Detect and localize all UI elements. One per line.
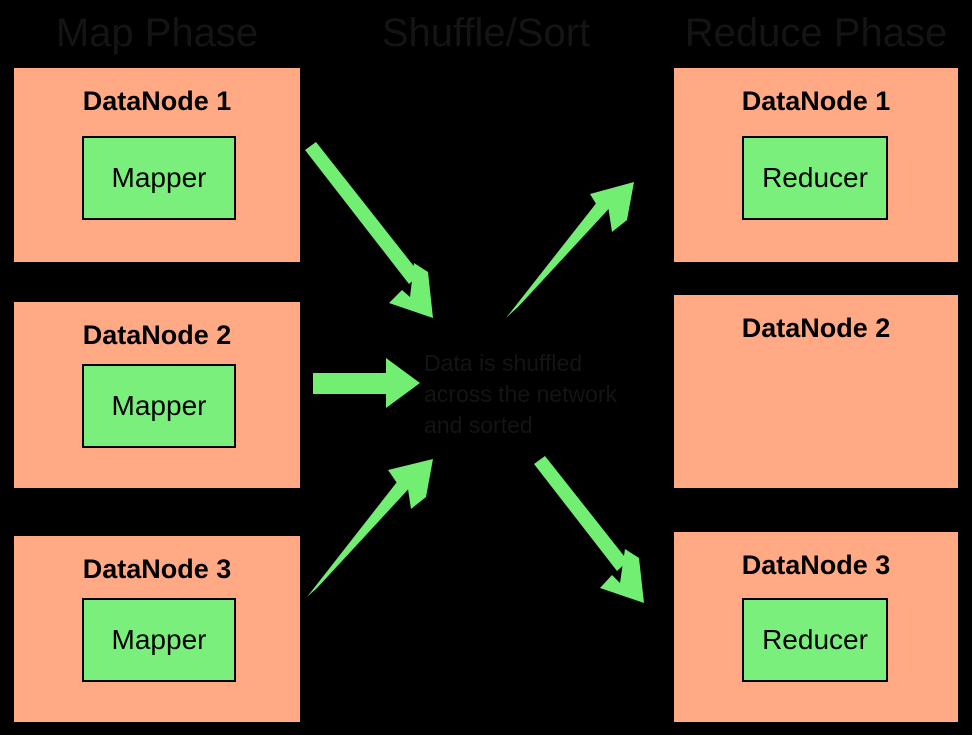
map-datanode-2-box: DataNode 2 bbox=[14, 302, 300, 488]
map-datanode-1-box: DataNode 1 bbox=[14, 68, 300, 262]
mapper-3-label: Mapper bbox=[111, 624, 207, 655]
mapper-1-box: Mapper bbox=[82, 136, 236, 220]
arrow-mapper3-to-shuffle bbox=[307, 459, 433, 597]
arrow-mapper1-to-shuffle bbox=[305, 142, 433, 318]
reducer-1-label: Reducer bbox=[762, 162, 868, 193]
shuffle-caption: Data is shuffled across the network and … bbox=[424, 348, 656, 441]
shuffle-sort-title: Shuffle/Sort bbox=[381, 11, 591, 55]
arrow-shuffle-to-reducer1 bbox=[506, 182, 634, 318]
mapper-1-label: Mapper bbox=[111, 162, 207, 193]
shuffle-caption-line-3: and sorted bbox=[424, 412, 533, 438]
reduce-datanode-2-box: DataNode 2 bbox=[674, 295, 958, 488]
shuffle-caption-line-1: Data is shuffled bbox=[424, 350, 583, 376]
mapper-2-box: Mapper bbox=[82, 364, 236, 448]
reduce-datanode-1-label: DataNode 1 bbox=[741, 86, 891, 116]
reducer-3-label: Reducer bbox=[762, 624, 868, 655]
mapper-3-box: Mapper bbox=[82, 598, 236, 682]
reducer-3-box: Reducer bbox=[742, 598, 888, 682]
map-datanode-1-label: DataNode 1 bbox=[82, 86, 232, 116]
shuffle-caption-line-2: across the network bbox=[424, 381, 618, 407]
map-phase-title: Map Phase bbox=[55, 11, 259, 55]
reduce-phase-title: Reduce Phase bbox=[684, 11, 948, 55]
map-datanode-3-label: DataNode 3 bbox=[82, 554, 232, 584]
map-datanode-2-label: DataNode 2 bbox=[82, 320, 232, 350]
reduce-datanode-3-label: DataNode 3 bbox=[741, 550, 891, 580]
reducer-1-box: Reducer bbox=[742, 136, 888, 220]
reduce-datanode-2-label: DataNode 2 bbox=[741, 313, 891, 343]
arrow-mapper2-to-shuffle bbox=[313, 358, 420, 408]
arrow-shuffle-to-reducer3 bbox=[534, 456, 644, 603]
mapper-2-label: Mapper bbox=[111, 390, 207, 421]
